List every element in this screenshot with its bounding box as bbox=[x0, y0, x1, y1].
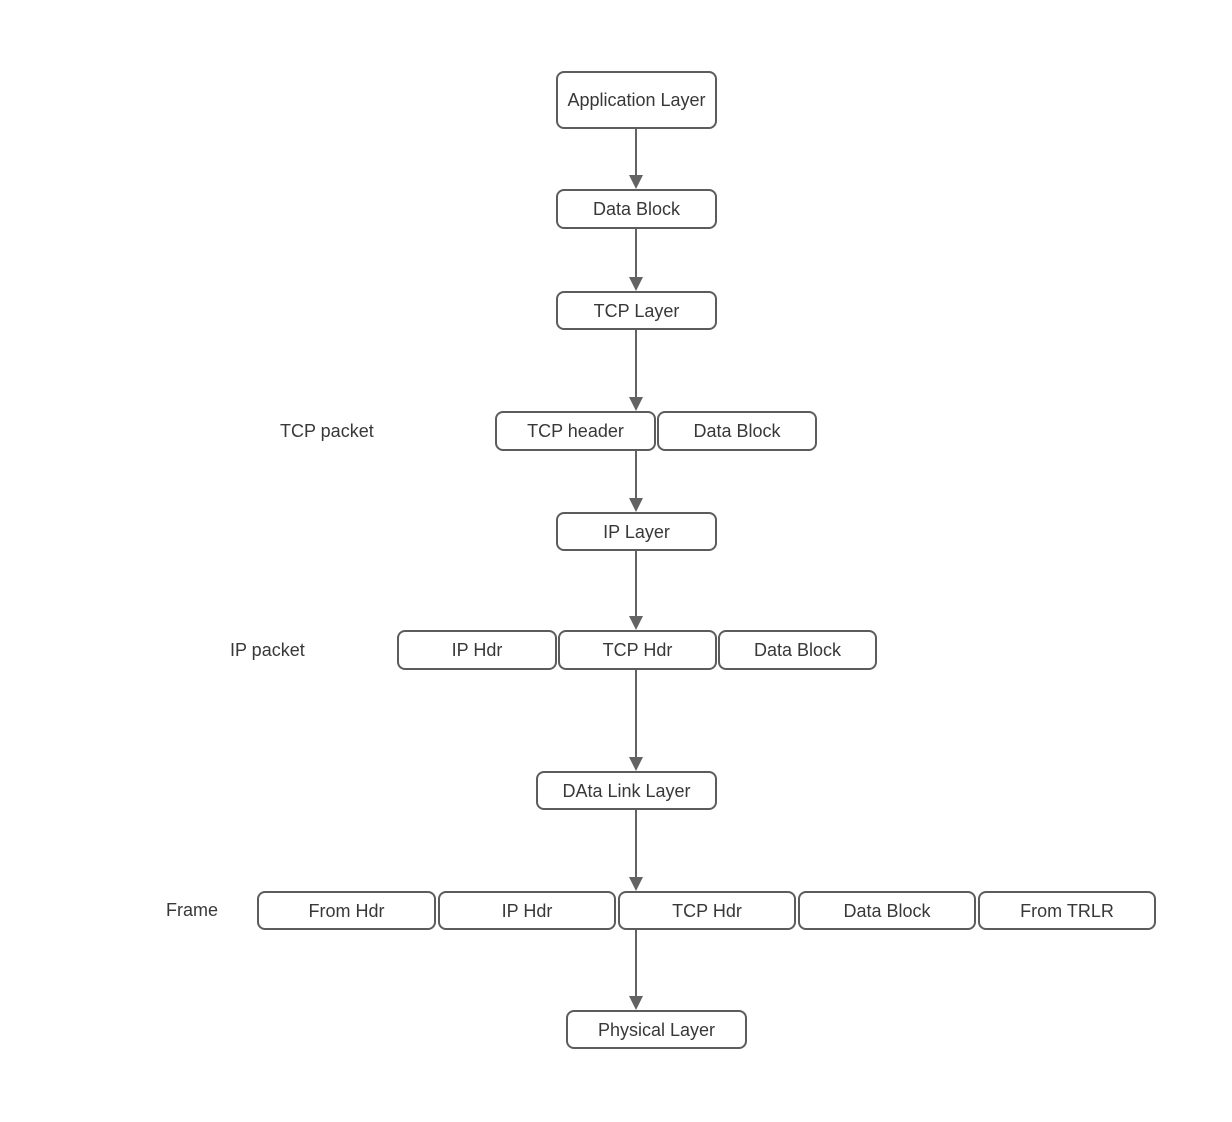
node-tcp-header: TCP header bbox=[495, 411, 656, 451]
connector-line bbox=[635, 810, 637, 878]
arrow-down-icon bbox=[629, 175, 643, 189]
node-tcp-layer: TCP Layer bbox=[556, 291, 717, 330]
node-frame-from-hdr: From Hdr bbox=[257, 891, 436, 930]
arrow-down-icon bbox=[629, 397, 643, 411]
row-label-frame: Frame bbox=[166, 900, 219, 920]
row-label-ip-packet: IP packet bbox=[230, 640, 305, 660]
arrow-down-icon bbox=[629, 498, 643, 512]
node-frame-from-trlr: From TRLR bbox=[978, 891, 1156, 930]
connector-line bbox=[635, 550, 637, 617]
node-application-layer: Application Layer bbox=[556, 71, 717, 129]
node-data-link-layer: DAta Link Layer bbox=[536, 771, 717, 810]
arrow-down-icon bbox=[629, 877, 643, 891]
connector-line bbox=[635, 229, 637, 278]
connector-line bbox=[635, 450, 637, 499]
node-ip-layer: IP Layer bbox=[556, 512, 717, 551]
node-tcp-packet-data-block: Data Block bbox=[657, 411, 817, 451]
arrow-down-icon bbox=[629, 277, 643, 291]
row-label-tcp-packet: TCP packet bbox=[280, 421, 374, 441]
connector-line bbox=[635, 129, 637, 176]
node-frame-ip-hdr: IP Hdr bbox=[438, 891, 616, 930]
node-ip-packet-tcp-hdr: TCP Hdr bbox=[558, 630, 717, 670]
connector-line bbox=[635, 670, 637, 758]
node-frame-data-block: Data Block bbox=[798, 891, 976, 930]
arrow-down-icon bbox=[629, 996, 643, 1010]
connector-line bbox=[635, 330, 637, 398]
arrow-down-icon bbox=[629, 616, 643, 630]
node-ip-packet-ip-hdr: IP Hdr bbox=[397, 630, 557, 670]
connector-line bbox=[635, 930, 637, 997]
node-data-block: Data Block bbox=[556, 189, 717, 229]
node-physical-layer: Physical Layer bbox=[566, 1010, 747, 1049]
node-ip-packet-data-block: Data Block bbox=[718, 630, 877, 670]
arrow-down-icon bbox=[629, 757, 643, 771]
node-frame-tcp-hdr: TCP Hdr bbox=[618, 891, 796, 930]
